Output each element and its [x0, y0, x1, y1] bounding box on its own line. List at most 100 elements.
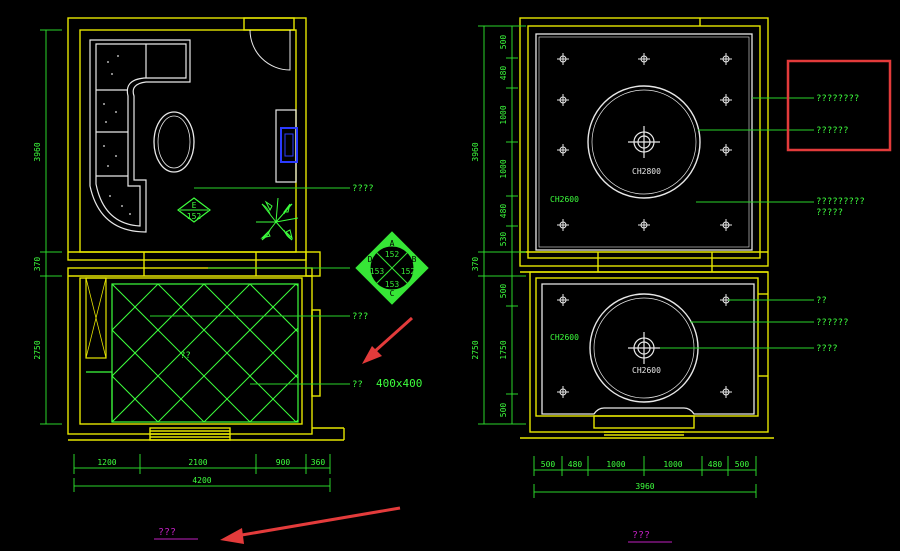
tv-screen — [284, 133, 294, 157]
dim-rh-1000-a: 1000 — [606, 460, 625, 469]
tile-size-label: 400x400 — [376, 377, 422, 390]
svg-text:152: 152 — [385, 250, 400, 259]
tile-diagonal — [249, 284, 298, 333]
svg-text:B: B — [412, 255, 417, 264]
tile-diagonal — [342, 284, 480, 422]
red-arrow-title — [220, 506, 401, 544]
dim-h-total-4200: 4200 — [192, 476, 211, 485]
tile-diagonal — [112, 284, 113, 285]
dim-r-500-lower-bottom: 500 — [499, 403, 508, 418]
callout-ceiling-2: ?????? — [816, 126, 849, 136]
left-vertical-dimension — [40, 29, 62, 425]
dim-v-370-left: 370 — [33, 257, 42, 272]
upper-room-outer-wall — [67, 17, 307, 261]
tile-diagonal — [342, 284, 480, 422]
downlight-icon — [638, 53, 650, 65]
downlight-icon — [557, 219, 569, 231]
sectional-sofa — [89, 39, 191, 233]
dim-rh-480-b: 480 — [708, 460, 723, 469]
index-letter: E — [192, 201, 197, 210]
callout-ceiling-6: ?????? — [816, 318, 849, 328]
dim-rv-3960: 3960 — [471, 142, 480, 161]
right-plan-title: ??? — [632, 530, 650, 541]
chandelier-upper-icon — [628, 126, 660, 158]
red-arrow-tile — [362, 316, 414, 364]
callout-ceiling-5: ?? — [816, 296, 827, 306]
callout-living-room: ???? — [352, 184, 374, 194]
ceiling-lower-inner — [535, 277, 759, 417]
round-ceiling-upper-inner — [591, 89, 697, 195]
lower-room-inner-wall — [79, 277, 303, 425]
left-plan-title: ??? — [158, 527, 176, 538]
downlight-icon — [720, 219, 732, 231]
left-callout-lines — [150, 187, 350, 385]
dim-v-3960-left: 3960 — [33, 142, 42, 161]
right-callout-lines — [660, 97, 814, 349]
tile-diagonal — [112, 421, 113, 422]
downlight-icon — [557, 294, 569, 306]
oval-coffee-table — [153, 111, 195, 173]
ceiling-panel-upper — [535, 33, 753, 251]
floor-tile-border — [111, 283, 299, 423]
dim-h-900: 900 — [276, 458, 291, 467]
tv-unit — [280, 127, 298, 163]
dim-r-500-top: 500 — [499, 35, 508, 50]
corridor-side-box — [305, 251, 321, 277]
dim-rh-500-b: 500 — [735, 460, 750, 469]
dim-rh-500-a: 500 — [541, 460, 556, 469]
downlight-icon — [557, 94, 569, 106]
svg-text:A: A — [390, 239, 395, 248]
ceiling-upper-outer — [519, 17, 769, 267]
callout-ceiling-4: ????? — [816, 208, 843, 218]
tile-diagonal — [249, 373, 298, 422]
side-window — [311, 309, 321, 397]
dim-h-1200: 1200 — [97, 458, 116, 467]
tile-diagonal — [295, 284, 298, 287]
potted-plant-icon — [256, 197, 299, 241]
ceiling-panel-lower — [541, 283, 755, 415]
dim-r-530: 530 — [499, 232, 508, 247]
dim-rh-1000-b: 1000 — [663, 460, 682, 469]
tile-diagonal — [295, 419, 298, 422]
right-ceiling-plan — [519, 17, 774, 439]
chandelier-lower-icon — [628, 332, 660, 364]
right-vertical-dimension-outer — [478, 25, 526, 425]
tiled-floor — [85, 277, 480, 423]
index-mark-e152: E 152 — [177, 197, 211, 223]
dim-rh-total-3960: 3960 — [635, 482, 654, 491]
floor-notch — [85, 277, 107, 359]
dim-r-1000-a: 1000 — [499, 105, 508, 124]
callout-tile-label: ?? — [352, 380, 363, 390]
svg-text:153: 153 — [385, 280, 400, 289]
dim-rv-370: 370 — [471, 257, 480, 272]
dim-rv-2750: 2750 — [471, 340, 480, 359]
callout-floor-tile: ??? — [352, 312, 368, 322]
downlight-icon — [557, 144, 569, 156]
oval-coffee-table-inner — [157, 115, 191, 169]
tile-diagonal — [203, 327, 298, 422]
downlight-icon — [720, 144, 732, 156]
callout-ceiling-3: ????????? — [816, 197, 865, 207]
ceiling-height-upper-side: CH2600 — [550, 195, 579, 204]
callout-ceiling-1: ???????? — [816, 94, 859, 104]
index-number: 152 — [187, 212, 202, 221]
sofa-tufting-dots — [103, 55, 131, 215]
left-floor-plan — [67, 17, 345, 441]
svg-text:153: 153 — [370, 267, 385, 276]
door-swing-arc — [249, 29, 291, 71]
downlight-icon — [720, 386, 732, 398]
downlight-icon — [557, 386, 569, 398]
dim-rh-480-a: 480 — [568, 460, 583, 469]
dim-r-500-lower-top: 500 — [499, 284, 508, 299]
dim-h-2100: 2100 — [188, 458, 207, 467]
round-ceiling-upper — [587, 85, 701, 199]
callout-ceiling-7: ???? — [816, 344, 838, 354]
red-highlight-box — [786, 59, 892, 152]
dim-r-480-top: 480 — [499, 66, 508, 81]
ceiling-panel-upper-inner — [538, 36, 750, 248]
dim-r-1000-b: 1000 — [499, 159, 508, 178]
svg-text:C: C — [390, 289, 395, 298]
downlight-icon — [720, 94, 732, 106]
right-vertical-dimension-inner — [506, 26, 518, 424]
